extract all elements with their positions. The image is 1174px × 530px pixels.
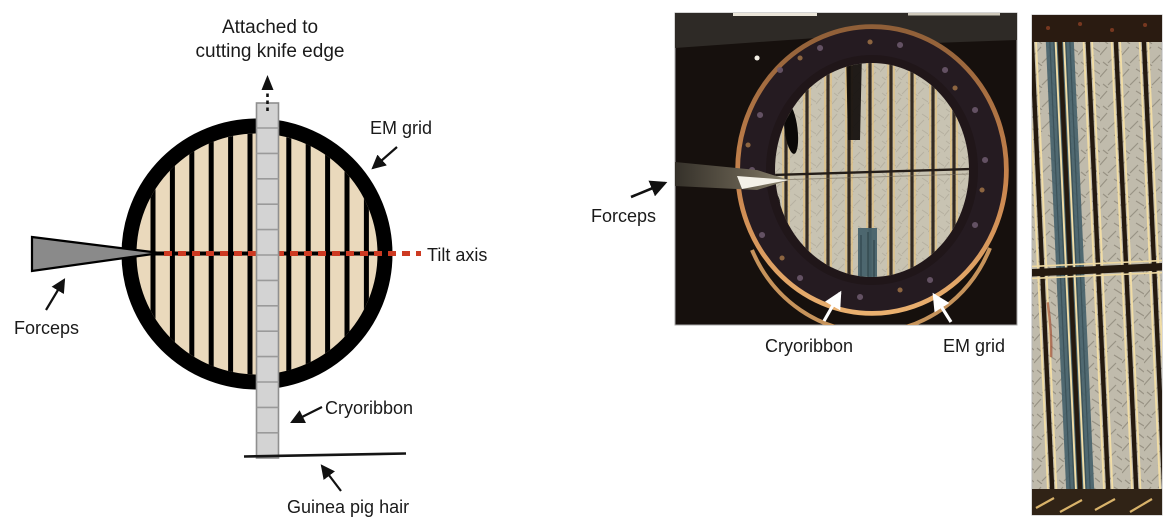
guinea-pig-hair-label: Guinea pig hair [287, 497, 409, 517]
cryoribbon-shape [255, 102, 280, 459]
photo-crease-line [775, 166, 969, 178]
photo-rim-bright-arc [750, 247, 992, 325]
closeup-top-band [1032, 15, 1162, 42]
photo-forceps-highlight [737, 176, 789, 189]
closeup-crossbar [1032, 262, 1162, 277]
em-grid-label: EM grid [370, 118, 432, 138]
forceps-label: Forceps [14, 318, 79, 338]
cryoribbon-arrow-icon [290, 406, 323, 423]
guinea-pig-hair-line [243, 452, 407, 458]
cryoribbon-label: Cryoribbon [325, 398, 413, 418]
em-grid-arrow-icon [371, 146, 398, 170]
closeup-top-flecks [1046, 22, 1148, 32]
photo-em-grid-label: EM grid [943, 336, 1005, 356]
closeup-content [1032, 15, 1162, 515]
closeup-photo-panel [1031, 14, 1163, 516]
forceps-arrow-icon [45, 278, 66, 311]
photo-cryoribbon-striations [860, 232, 875, 277]
photo-grid-inner-detail [775, 63, 969, 277]
photo-forceps-label: Forceps [591, 206, 656, 226]
photo-knife-highlight-2 [908, 13, 1000, 16]
photo-cryoribbon-label: Cryoribbon [765, 336, 853, 356]
forceps-shape [30, 235, 161, 273]
photo-em-grid-arrow-icon [932, 292, 953, 323]
closeup-bottom-band [1032, 489, 1162, 515]
schematic-diagram: Attached to cutting knife edge EM grid T… [14, 17, 487, 517]
attached-knife-label-line2: cutting knife edge [196, 41, 345, 62]
closeup-columns [1032, 15, 1162, 515]
tilt-axis-label: Tilt axis [427, 245, 487, 265]
photo-cryoribbon-arrow-icon [822, 290, 842, 322]
photo-forceps-arrow-icon [630, 180, 668, 199]
closeup-red-streak [1046, 302, 1053, 358]
knife-edge-arrowhead-icon [261, 75, 274, 90]
photo-knife-highlight-1 [733, 13, 817, 16]
closeup-crossbar-gold-edges [1032, 258, 1162, 280]
photo-rim-speckles-copper [745, 39, 985, 293]
attached-knife-label-line1: Attached to [222, 17, 318, 38]
cryoribbon-segment-lines [256, 127, 279, 434]
guinea-pig-hair-arrow-icon [320, 464, 342, 492]
closeup-bottom-gold-streaks [1035, 497, 1153, 513]
grid-photo-panel: Forceps Cryoribbon EM grid [591, 12, 1018, 356]
grid-photo-content [675, 13, 1017, 325]
photo-torn-streak [846, 63, 862, 140]
